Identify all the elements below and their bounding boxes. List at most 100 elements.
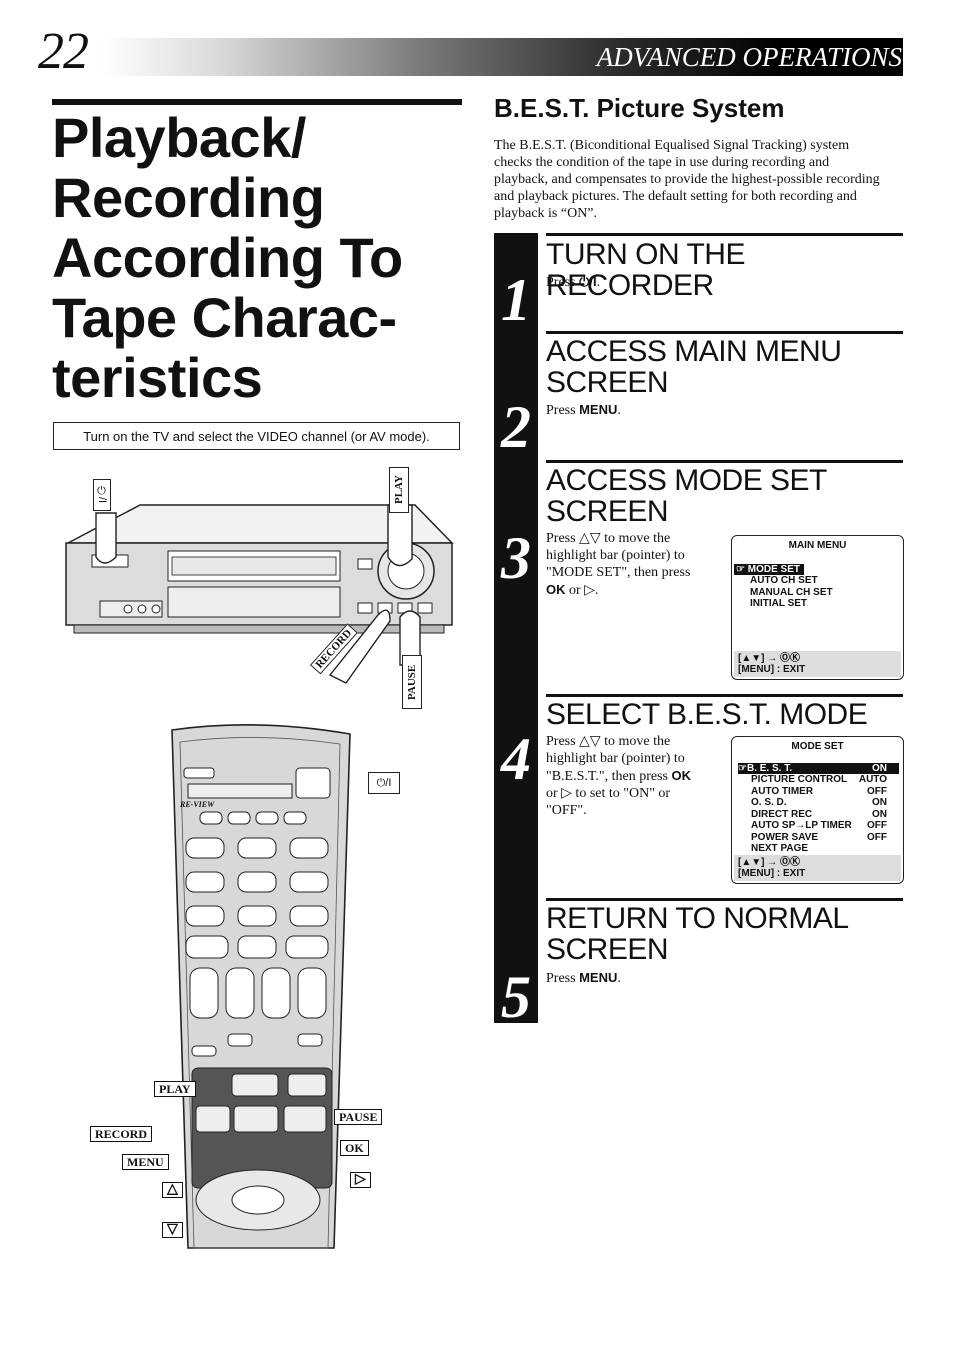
best-description: The B.E.S.T. (Biconditional Equalised Si… [494,138,880,221]
step-text: Press △▽ to move the highlight bar (poin… [546,733,726,819]
ok-key: OK [546,582,566,597]
remote-illustration: ⏻/I RE-VIEW PLAY PAUSE RECORD OK MENU △ … [88,720,418,1250]
step-rule [546,694,903,697]
osd-item-highlighted: ☞ MODE SET [734,563,804,575]
page-title: Playback/ Recording According To Tape Ch… [52,108,472,408]
title-line: teristics [52,346,263,409]
step-text-post: . [617,971,621,986]
title-rule [52,99,462,105]
osd-footer-line: [MENU] : EXIT [738,664,806,675]
osd-item: INITIAL SET [750,598,808,609]
osd-row: NEXT PAGE [751,843,809,854]
step-number: 2 [501,394,531,460]
step-text-line: "B.E.S.T.", then press OK [546,768,692,784]
main-menu-screen: MAIN MENU ☞ MODE SET AUTO CH SET MANUAL … [731,535,904,680]
step-text: Press MENU. [546,969,621,987]
step-text-pre: Press [546,275,580,290]
vcr-pause-label: PAUSE [402,655,422,709]
step-heading: TURN ON THE RECORDER [546,239,906,301]
vcr-drawing [65,504,454,684]
vcr-illustration: ⏻/I PLAY RECORD PAUSE [60,465,460,715]
title-line: According To [52,226,403,289]
step-band [494,233,538,1023]
step-text: Press ⏻/I. [546,273,600,291]
header-band [100,38,903,76]
step-rule [546,898,903,901]
remote-play-label: PLAY [154,1081,196,1097]
title-line: Playback/ [52,106,306,169]
osd-title: MAIN MENU [788,540,847,551]
step-number: 5 [501,964,531,1030]
osd-row-highlighted: ☞B. E. S. T.ON [738,762,899,774]
step-text-post: . [617,403,621,418]
step-number: 1 [501,267,531,333]
ok-key: OK [671,768,692,783]
step-heading-line: SELECT B.E.S.T. MODE [546,698,868,731]
best-heading: B.E.S.T. Picture System [494,93,785,123]
step-heading-line: SCREEN [546,495,669,528]
remote-up-label: △ [162,1182,183,1198]
osd-footer-line: [▲▼] → ⓄⓀ [738,857,801,868]
remote-right-label: ▷ [350,1172,371,1188]
step-text-line: Press △▽ to move the [546,734,671,749]
remote-menu-label: MENU [122,1154,169,1170]
vcr-play-label: PLAY [389,467,409,513]
step-text-pre: Press [546,971,580,986]
page-number: 22 [38,23,89,80]
remote-review-label: RE-VIEW [180,800,215,809]
title-line: Tape Charac- [52,286,397,349]
pointer-icon: ☞ [738,762,747,774]
step-text-line: highlight bar (pointer) to [546,751,685,766]
step-heading: ACCESS MAIN MENU SCREEN [546,336,906,398]
osd-footer: [▲▼] → ⓄⓀ [MENU] : EXIT [734,855,901,881]
step-text-pre: Press [546,403,580,418]
section-title: ADVANCED OPERATIONS [596,42,902,72]
step-heading-line: SCREEN [546,366,669,399]
menu-key: MENU [579,402,618,417]
title-line: Recording [52,166,325,229]
osd-footer-line: [MENU] : EXIT [738,868,806,879]
power-key: ⏻/I [579,274,597,289]
step-text-line: "OFF". [546,803,587,818]
step-rule [546,331,903,334]
step-number: 4 [501,726,531,792]
osd-footer: [▲▼] → ⓄⓀ [MENU] : EXIT [734,651,901,677]
osd-item: AUTO CH SET [750,575,818,586]
step-text: Press △▽ to move the highlight bar (poin… [546,530,724,599]
remote-drawing [171,724,351,1249]
step-heading-line: TURN ON THE RECORDER [546,238,745,302]
remote-down-label: ▽ [162,1222,183,1238]
step-heading-line: ACCESS MODE SET [546,464,827,497]
step-heading-line: SCREEN [546,933,669,966]
osd-highlight-row: ☞ MODE SET [734,563,903,575]
tv-note: Turn on the TV and select the VIDEO chan… [53,422,460,450]
step-rule [546,233,903,236]
step-heading: SELECT B.E.S.T. MODE [546,699,906,730]
menu-key: MENU [579,970,618,985]
step-number: 3 [501,525,531,591]
step-text-line: "MODE SET", then press [546,565,691,580]
osd-title: MODE SET [791,741,844,752]
step-text-line: Press △▽ to move the [546,531,671,546]
step-text-post: . [596,275,601,290]
remote-record-label: RECORD [90,1126,153,1142]
step-text-line: highlight bar (pointer) to [546,548,685,563]
step-text: Press MENU. [546,401,621,419]
step-text-line: OK or ▷. [546,581,724,599]
osd-item: MANUAL CH SET [750,586,833,598]
step-rule [546,460,903,463]
step-heading-line: RETURN TO NORMAL [546,902,849,935]
step-heading: ACCESS MODE SET SCREEN [546,465,906,527]
remote-pause-label: PAUSE [334,1109,383,1125]
step-heading-line: ACCESS MAIN MENU [546,335,842,368]
vcr-power-label: ⏻/I [93,479,111,511]
step-text-line: or ▷ to set to "ON" or [546,786,671,801]
step-heading: RETURN TO NORMAL SCREEN [546,903,906,965]
remote-power-label: ⏻/I [368,772,400,794]
